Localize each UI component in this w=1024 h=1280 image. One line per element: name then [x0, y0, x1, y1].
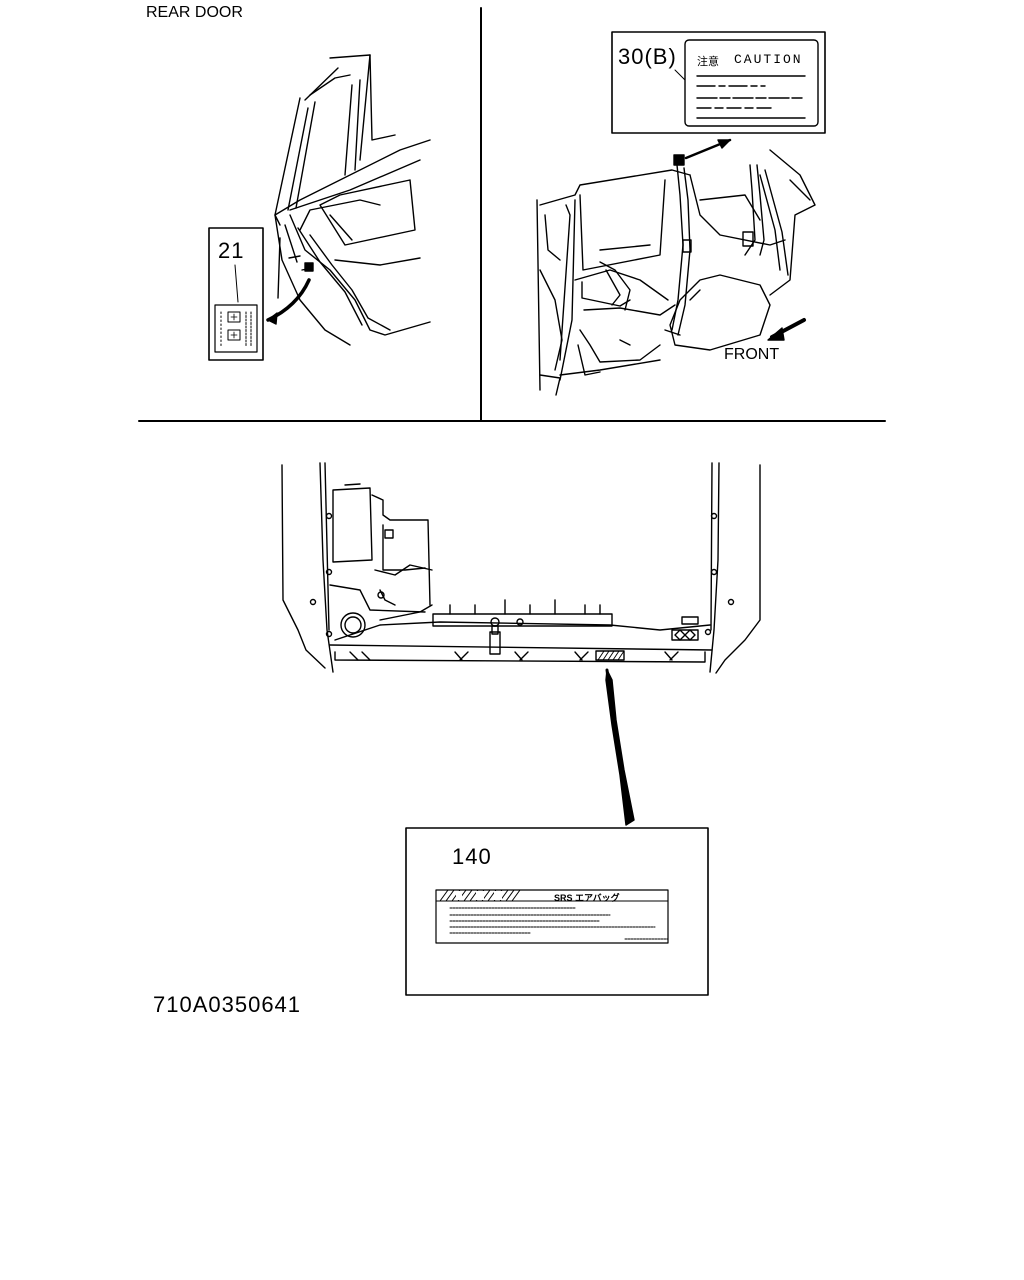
airbag-label-140: [405, 827, 709, 996]
rear-door-title: REAR DOOR: [146, 4, 243, 21]
front-structure-illustration: [281, 462, 761, 826]
cab-interior-illustration: [536, 138, 816, 396]
rear-door-label-21: [208, 227, 264, 361]
callout-21: 21: [218, 238, 245, 263]
callout-30b: 30(B): [618, 44, 677, 69]
rear-door-illustration: [266, 54, 431, 346]
drawing-number: 710A0350641: [153, 992, 302, 1017]
callout-140: 140: [452, 844, 492, 869]
front-direction-label: FRONT: [724, 346, 780, 363]
srs-airbag-text: SRS エアバッグ: [554, 893, 620, 903]
caution-japanese-text: 注意: [697, 56, 719, 68]
caution-label-30b: [611, 31, 826, 134]
caution-text: CAUTION: [734, 52, 803, 67]
panel-dividers: [138, 7, 886, 422]
